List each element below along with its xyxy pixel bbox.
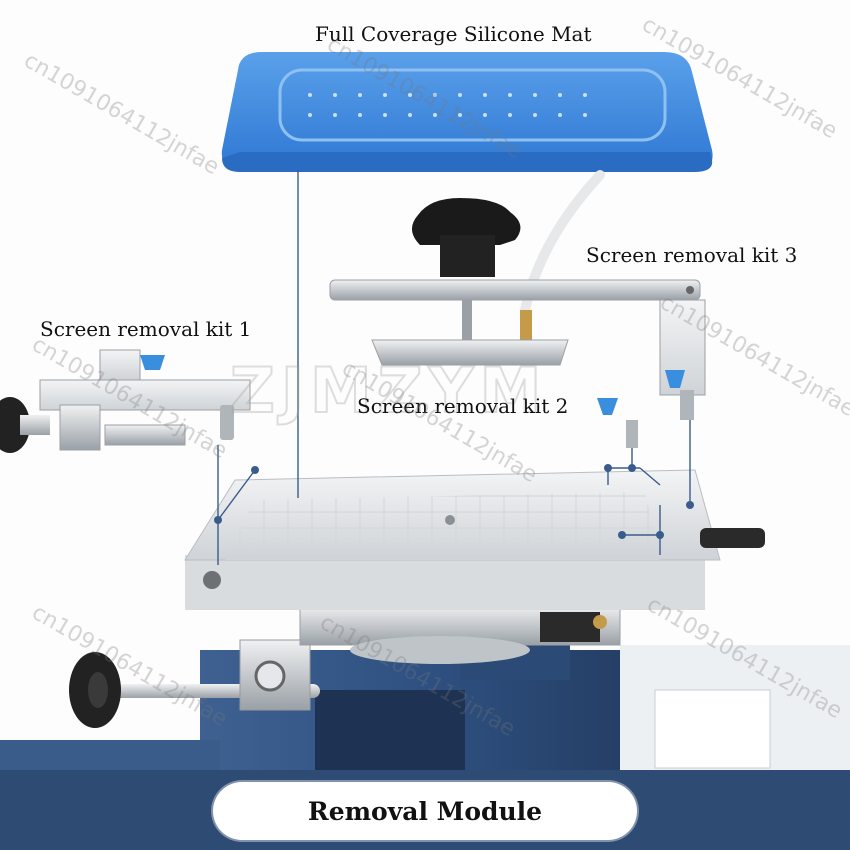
removal-plate <box>184 469 721 610</box>
callout-lines <box>217 170 691 565</box>
banner-title: Removal Module <box>307 796 543 826</box>
label-kit-3: Screen removal kit 3 <box>586 243 798 267</box>
silicone-mat <box>221 52 713 172</box>
callout-markers <box>214 464 694 539</box>
knob-shaft-left <box>69 639 320 728</box>
label-kit-1: Screen removal kit 1 <box>40 317 252 341</box>
banner-pill: Removal Module <box>213 782 637 840</box>
machine-base <box>0 640 850 770</box>
removal-kit-1 <box>0 349 251 453</box>
label-kit-2: Screen removal kit 2 <box>357 394 569 418</box>
plate-handle <box>700 528 765 548</box>
brand-watermark: ZJMZYM <box>230 354 547 427</box>
lift-mechanism <box>299 604 621 664</box>
label-silicone-mat: Full Coverage Silicone Mat <box>315 22 592 46</box>
removal-kit-2 <box>597 398 638 448</box>
removal-kit-3 <box>329 198 706 420</box>
